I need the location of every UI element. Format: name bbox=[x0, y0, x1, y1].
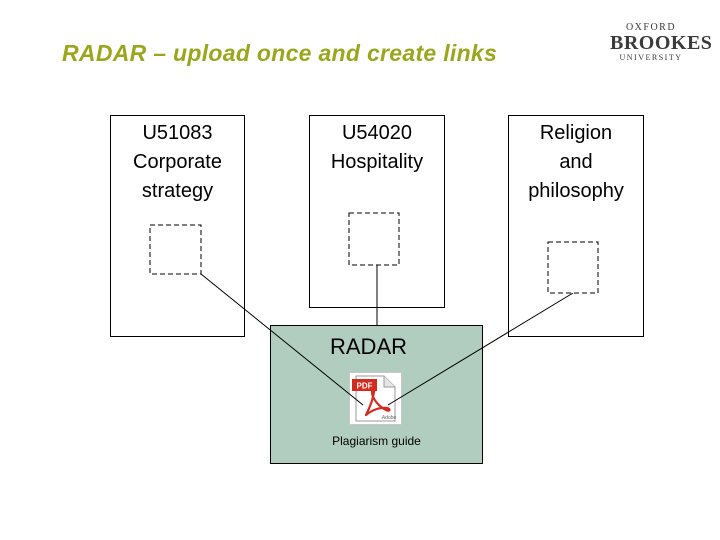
slide-title: RADAR – upload once and create links bbox=[62, 40, 498, 66]
logo-line-oxford: OXFORD bbox=[625, 22, 677, 33]
module-name-line: Religion bbox=[539, 122, 613, 144]
oxford-brookes-logo: OXFORD BROOKES UNIVERSITY bbox=[610, 22, 713, 63]
pdf-badge-text: PDF bbox=[357, 382, 373, 391]
module-code: U51083 bbox=[142, 122, 213, 144]
link-placeholder-corporate-strategy bbox=[149, 224, 202, 275]
module-name-line: strategy bbox=[141, 180, 214, 202]
module-name-line: and bbox=[559, 151, 593, 173]
module-code: U54020 bbox=[341, 122, 413, 144]
radar-repository-box: RADAR PDF Adobe Plagiarism guide bbox=[270, 325, 483, 464]
pdf-file-icon[interactable]: PDF Adobe bbox=[349, 372, 402, 425]
link-placeholder-religion-philosophy bbox=[547, 241, 599, 294]
radar-label: RADAR bbox=[330, 334, 408, 359]
module-name-line: Hospitality bbox=[330, 151, 424, 173]
module-box-corporate-strategy: U51083 Corporate strategy bbox=[110, 115, 245, 337]
module-name-line: philosophy bbox=[528, 180, 624, 202]
link-line-religion-philosophy bbox=[387, 292, 574, 406]
module-box-religion-philosophy: Religion and philosophy bbox=[508, 115, 644, 337]
document-caption: Plagiarism guide bbox=[332, 434, 421, 448]
link-placeholder-hospitality bbox=[348, 212, 400, 266]
module-name-line: Corporate bbox=[133, 151, 222, 173]
adobe-brand-text: Adobe bbox=[381, 415, 397, 421]
link-line-corporate-strategy bbox=[200, 273, 364, 406]
logo-line-university: UNIVERSITY bbox=[619, 53, 683, 62]
logo-line-brookes: BROOKES bbox=[610, 32, 713, 54]
